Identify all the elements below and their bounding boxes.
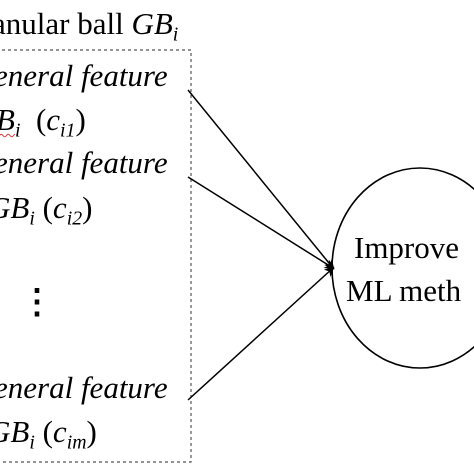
target-line-2: ML meth [346, 273, 462, 308]
target-line-1: Improve [354, 230, 460, 265]
feature-1-arg-main: c [46, 102, 61, 137]
feature-2-arg-sub: i2 [66, 207, 83, 230]
feature-1-symbol-sub: i [14, 119, 21, 142]
feature-m-arg-sub: im [66, 431, 87, 454]
feature-2-arg-main: c [52, 190, 67, 225]
feature-m-symbol-main: GB [0, 414, 30, 449]
feature-2-arg: (ci2) [42, 190, 93, 230]
title-subscript: i [172, 23, 179, 46]
arrow-feature-m [187, 266, 335, 401]
feature-m-label: eneral feature [0, 370, 168, 405]
target-circle [331, 167, 474, 369]
granular-ball-title: anular ball GBi [0, 6, 178, 44]
feature-2-label: eneral feature [0, 145, 168, 180]
arrow-feature-1 [187, 89, 335, 270]
feature-1-arg-sub: i1 [60, 119, 76, 142]
title-prefix: anular ball [0, 6, 132, 41]
feature-2-symbol-main: GB [0, 190, 30, 225]
feature-m-arg: (cim) [42, 414, 97, 454]
feature-m-symbol: GBi (cim) [0, 414, 97, 454]
vertical-ellipsis: ⋮ [20, 284, 54, 321]
feature-2-symbol-sub: i [29, 207, 35, 230]
feature-m-arg-main: c [52, 414, 67, 449]
arrow-feature-2 [187, 176, 335, 270]
feature-m-symbol-sub: i [29, 431, 35, 454]
feature-2-symbol: GBi (ci2) [0, 190, 93, 230]
feature-1-symbol-main: B [0, 102, 15, 137]
title-symbol: GB [131, 6, 173, 41]
feature-1-symbol: Bi (ci1) [0, 102, 86, 142]
feature-1-label: eneral feature [0, 58, 168, 93]
feature-1-arg: (ci1) [28, 102, 86, 142]
